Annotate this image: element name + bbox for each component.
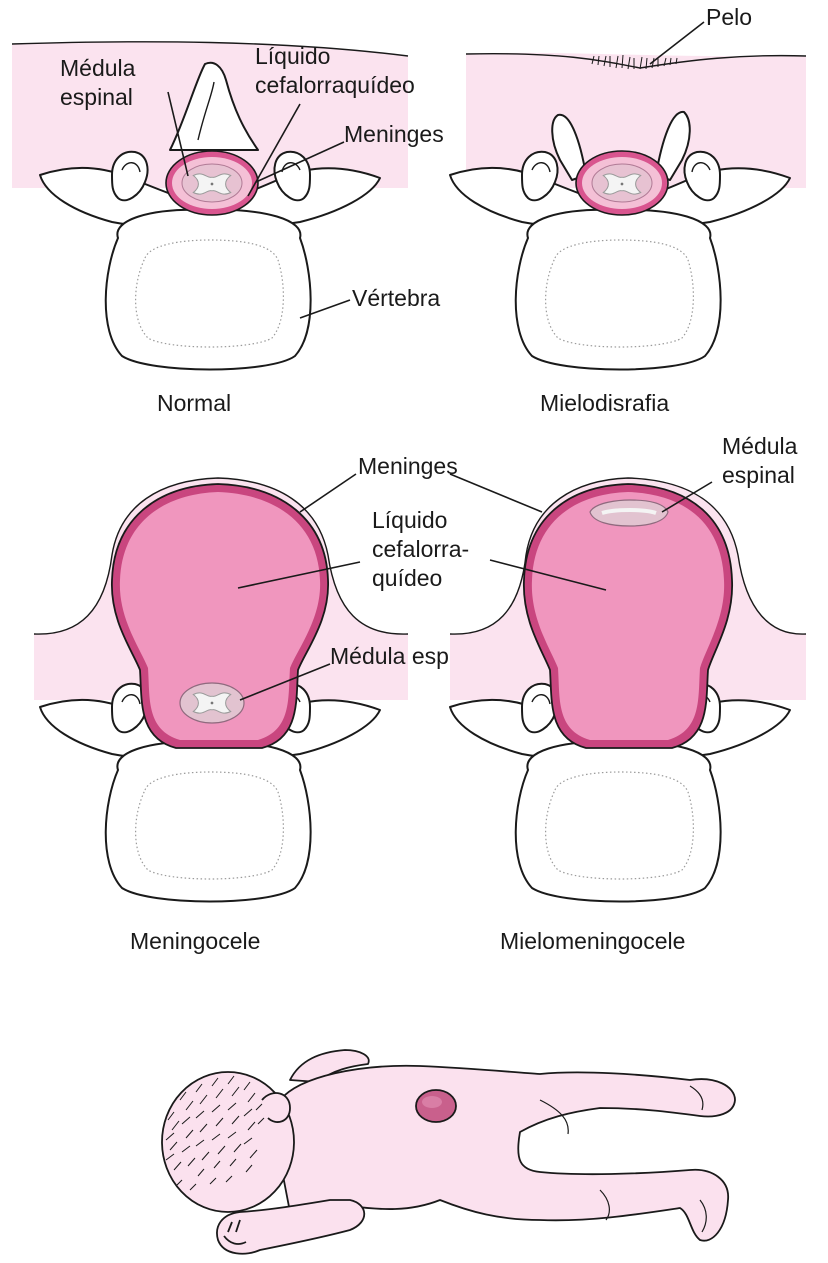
caption-mielodisrafia: Mielodisrafia <box>540 390 669 416</box>
caption-meningocele: Meningocele <box>130 928 260 954</box>
csf <box>531 492 725 740</box>
label-meninges: Meninges <box>358 453 458 479</box>
infant-illustration <box>161 1049 736 1255</box>
label-hair: Pelo <box>706 4 752 30</box>
caption-normal: Normal <box>157 390 231 416</box>
label-meninges: Meninges <box>344 121 444 147</box>
spinal-cord <box>589 499 669 527</box>
infant-head <box>161 1071 295 1213</box>
label-vertebra: Vértebra <box>352 285 440 311</box>
panel-mielodisrafia: Pelo Mielodisrafia <box>449 4 807 416</box>
caption-mielomeningocele: Mielomeningocele <box>500 928 685 954</box>
infant-hair <box>165 1075 265 1191</box>
csf <box>119 492 321 740</box>
hair-tuft <box>591 54 678 70</box>
